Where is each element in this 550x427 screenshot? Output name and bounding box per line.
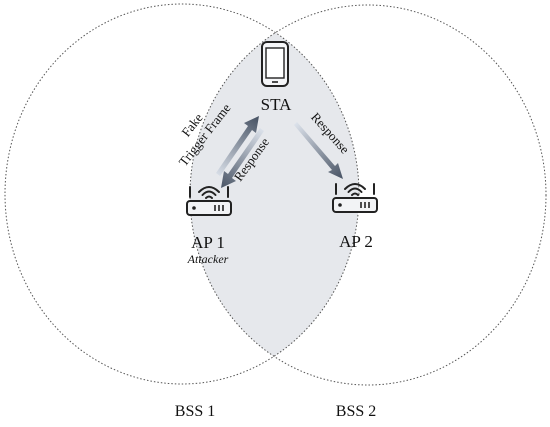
response-arrow-ap1 xyxy=(221,128,264,188)
ap1-sublabel: Attacker xyxy=(187,252,229,266)
response-arrow-ap2 xyxy=(294,122,343,179)
ap1-label: AP 1 xyxy=(191,233,225,252)
sta-label: STA xyxy=(261,95,292,114)
router-icon xyxy=(332,183,378,213)
router-icon xyxy=(186,186,232,216)
bss1-label: BSS 1 xyxy=(175,403,215,420)
phone-icon xyxy=(261,41,289,87)
overlap-region xyxy=(190,5,359,384)
ap2-label: AP 2 xyxy=(339,232,373,251)
fake-trigger-arrow xyxy=(216,116,259,176)
bss1-circle xyxy=(4,3,360,385)
bss2-label: BSS 2 xyxy=(336,403,376,420)
